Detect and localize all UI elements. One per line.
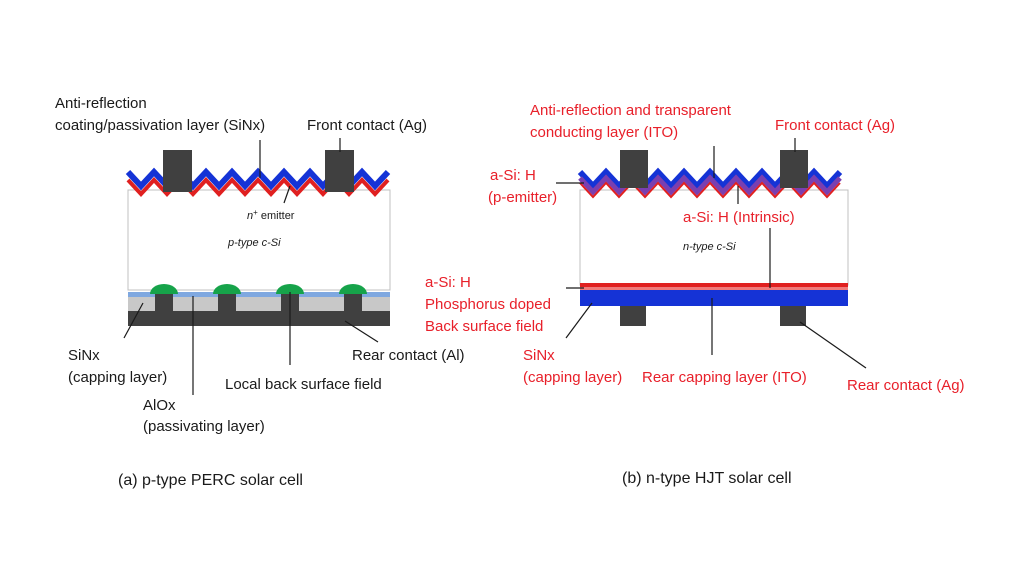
perc-front-contact-2 [325, 150, 354, 192]
hjt-asi-n-layer [580, 283, 848, 287]
hjt-front-contact-1 [620, 150, 648, 188]
hjt-rear-contact-1 [620, 306, 646, 326]
perc-sinx-sub-label: (capping layer) [68, 369, 167, 386]
hjt-rear-ito-layer [580, 290, 848, 306]
perc-lbsf-domes [150, 284, 367, 294]
hjt-rear-contact-label: Rear contact (Ag) [847, 377, 965, 394]
hjt-front-contact-label: Front contact (Ag) [775, 117, 895, 134]
perc-lbsf-label: Local back surface field [225, 376, 382, 393]
perc-alox-label: AlOx [143, 397, 176, 414]
hjt-asi-p-label-2: (p-emitter) [488, 189, 557, 206]
hjt-ito-label-2: conducting layer (ITO) [530, 124, 678, 141]
hjt-sinx-leader [565, 302, 593, 339]
hjt-rear-contact-leader [799, 321, 867, 369]
hjt-sinx-label: SiNx [523, 347, 555, 364]
hjt-substrate-label: n-type c-Si [683, 241, 736, 253]
perc-caption: (a) p-type PERC solar cell [118, 472, 303, 489]
perc-rear-contact-leader [344, 320, 379, 343]
perc-emitter-label: n+ emitter [247, 208, 295, 223]
perc-emitter-leader [283, 185, 291, 204]
hjt-caption: (b) n-type HJT solar cell [622, 470, 792, 487]
hjt-asi-p-label-1: a-Si: H [490, 167, 536, 184]
hjt-cell: Anti-reflection and transparent conducti… [425, 102, 965, 487]
hjt-asi-i-rear-layer [580, 287, 848, 290]
perc-arc-label-1: Anti-reflection [55, 95, 147, 112]
perc-front-contact-label: Front contact (Ag) [307, 117, 427, 134]
hjt-asi-n-label-2: Phosphorus doped [425, 296, 551, 313]
perc-arc-label-2: coating/passivation layer (SiNx) [55, 117, 265, 134]
hjt-asi-n-label-1: a-Si: H [425, 274, 471, 291]
perc-sinx-leader [123, 302, 144, 339]
hjt-ito-label-1: Anti-reflection and transparent [530, 102, 732, 119]
perc-alox-sub-label: (passivating layer) [143, 418, 265, 435]
perc-sinx-label: SiNx [68, 347, 100, 364]
perc-substrate-label: p-type c-Si [227, 237, 281, 249]
hjt-asi-n-label-3: Back surface field [425, 318, 543, 335]
hjt-rear-contact-2 [780, 306, 806, 326]
perc-front-contact-1 [163, 150, 192, 192]
perc-alox-layer [128, 292, 390, 297]
perc-substrate [127, 189, 391, 291]
hjt-front-contact-2 [780, 150, 808, 188]
hjt-rear-ito-label: Rear capping layer (ITO) [642, 369, 807, 386]
perc-rear-contact-label: Rear contact (Al) [352, 347, 465, 364]
perc-cell: Anti-reflection coating/passivation laye… [55, 95, 465, 489]
hjt-asi-i-label: a-Si: H (Intrinsic) [683, 209, 795, 226]
hjt-asi-p-layer [579, 181, 841, 199]
hjt-sinx-sub-label: (capping layer) [523, 369, 622, 386]
hjt-substrate [579, 189, 849, 286]
